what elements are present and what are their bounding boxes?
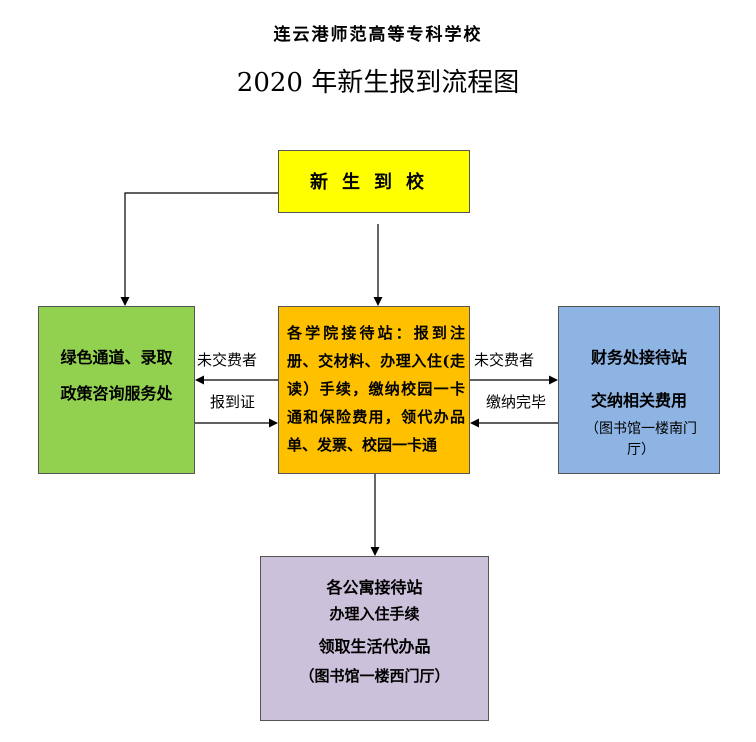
node-dorm-line1: 各公寓接待站 xyxy=(326,578,423,597)
node-finance-line1: 财务处接待站 xyxy=(590,348,687,367)
arrow-start-to-green xyxy=(120,192,278,306)
page-title: 2020 年新生报到流程图 xyxy=(236,68,520,98)
node-college-reception: 各学院接待站：报到注册、交材料、办理入住(走读）手续，缴纳校园一卡通和保险费用，… xyxy=(278,306,470,474)
node-arrival-label: 新生到校 xyxy=(310,172,438,193)
node-college-reception-text: 各学院接待站：报到注册、交材料、办理入住(走读）手续，缴纳校园一卡通和保险费用，… xyxy=(287,324,465,454)
edge-label-from-green: 报到证 xyxy=(210,393,256,411)
node-finance-line2: 交纳相关费用 xyxy=(590,391,687,410)
node-finance-reception: 财务处接待站 交纳相关费用 （图书馆一楼南门厅） xyxy=(558,306,720,474)
node-finance-line3: （图书馆一楼南门厅） xyxy=(585,421,697,458)
edge-label-to-finance: 未交费者 xyxy=(474,351,535,369)
node-dorm-line4: （图书馆一楼西门厅） xyxy=(299,667,450,685)
node-green-channel: 绿色通道、录取 政策咨询服务处 xyxy=(38,306,195,474)
node-green-channel-line1: 绿色通道、录取 xyxy=(60,348,173,367)
node-arrival: 新生到校 xyxy=(278,150,470,213)
node-dorm-line2: 办理入住手续 xyxy=(329,605,420,623)
school-name: 连云港师范高等专科学校 xyxy=(273,25,483,45)
node-dorm-line3: 领取生活代办品 xyxy=(318,637,431,656)
node-dorm-reception: 各公寓接待站 办理入住手续 领取生活代办品 （图书馆一楼西门厅） xyxy=(260,556,489,721)
edge-label-from-finance: 缴纳完毕 xyxy=(486,393,547,411)
node-green-channel-line2: 政策咨询服务处 xyxy=(60,384,173,403)
edge-label-to-green: 未交费者 xyxy=(197,351,258,369)
